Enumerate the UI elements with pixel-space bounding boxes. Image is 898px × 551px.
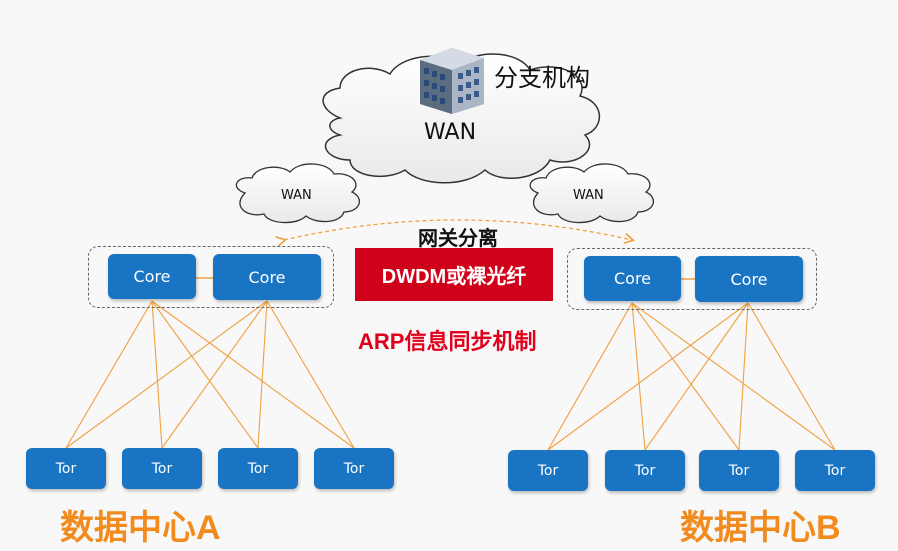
office-building-icon: [420, 48, 484, 114]
dc-b-tor-3[interactable]: Tor: [699, 450, 779, 491]
dc-a-tor-2[interactable]: Tor: [122, 448, 202, 489]
wan-left-label: WAN: [281, 188, 312, 203]
wan-right-label: WAN: [573, 188, 604, 203]
dc-a-core-1[interactable]: Core: [108, 254, 196, 299]
branch-label: 分支机构: [494, 65, 590, 92]
dc-b-core-2[interactable]: Core: [695, 256, 803, 302]
dc-b-core-1[interactable]: Core: [584, 256, 681, 301]
dc-a-core-group: [88, 246, 334, 308]
cloud-icon: [529, 163, 655, 224]
dc-a-tor-4[interactable]: Tor: [314, 448, 394, 489]
dc-b-links: [547, 302, 836, 451]
dc-b-label: 数据中心B: [680, 509, 841, 547]
dwdm-link-box: DWDM或裸光纤: [355, 248, 553, 301]
dc-b-core-group: [567, 248, 817, 310]
gateway-arrow: [284, 219, 632, 240]
wan-main-label: WAN: [424, 120, 477, 145]
dc-a-tor-1[interactable]: Tor: [26, 448, 106, 489]
gateway-label: 网关分离: [418, 228, 498, 250]
dc-b-tor-4[interactable]: Tor: [795, 450, 875, 491]
dc-b-tor-1[interactable]: Tor: [508, 450, 588, 491]
dc-a-core-2[interactable]: Core: [213, 254, 321, 300]
dc-b-tor-2[interactable]: Tor: [605, 450, 685, 491]
cloud-icon: [235, 163, 361, 224]
dc-a-links: [65, 300, 355, 449]
arp-sync-label: ARP信息同步机制: [358, 329, 537, 354]
dc-a-tor-3[interactable]: Tor: [218, 448, 298, 489]
dc-a-label: 数据中心A: [60, 509, 221, 547]
cloud-icon: [322, 53, 601, 184]
